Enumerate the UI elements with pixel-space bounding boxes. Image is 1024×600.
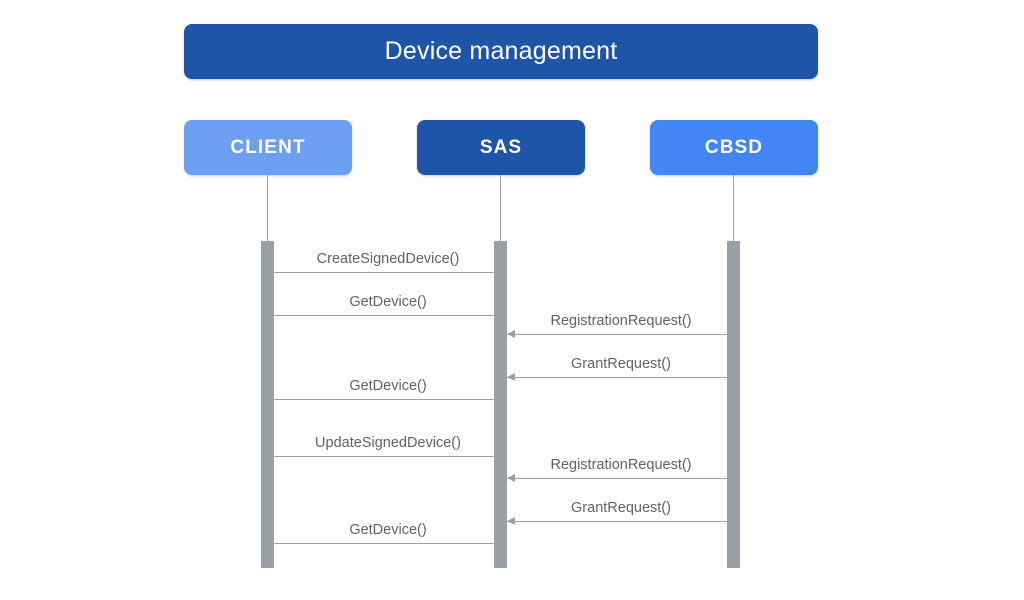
participant-sas-label: SAS xyxy=(479,136,523,158)
message-line xyxy=(274,399,502,400)
participant-sas[interactable]: SAS xyxy=(417,120,585,175)
arrow-right-icon xyxy=(494,311,502,319)
activation-bar-client xyxy=(261,241,274,568)
message-label: GetDevice() xyxy=(349,294,427,310)
message-label: GrantRequest() xyxy=(571,356,671,372)
message-line xyxy=(507,521,735,522)
lifeline-sas xyxy=(500,175,501,241)
message-line xyxy=(274,456,502,457)
message-line xyxy=(507,334,735,335)
lifeline-client xyxy=(267,175,268,241)
arrow-right-icon xyxy=(494,452,502,460)
message-line xyxy=(274,543,502,544)
message-label: UpdateSignedDevice() xyxy=(315,435,461,451)
arrow-right-icon xyxy=(494,395,502,403)
arrow-left-icon xyxy=(507,330,515,338)
message-label: GetDevice() xyxy=(349,378,427,394)
message-label: RegistrationRequest() xyxy=(550,457,692,473)
diagram-title: Device management xyxy=(384,37,618,65)
message-line xyxy=(507,478,735,479)
message-label: CreateSignedDevice() xyxy=(316,251,460,267)
message-line xyxy=(274,315,502,316)
participant-cbsd-label: CBSD xyxy=(704,136,764,158)
message-label: RegistrationRequest() xyxy=(550,313,692,329)
arrow-right-icon xyxy=(494,539,502,547)
arrow-left-icon xyxy=(507,373,515,381)
arrow-right-icon xyxy=(494,268,502,276)
participant-client[interactable]: CLIENT xyxy=(184,120,352,175)
message-label: GetDevice() xyxy=(349,522,427,538)
arrow-left-icon xyxy=(507,517,515,525)
lifeline-cbsd xyxy=(733,175,734,241)
message-line xyxy=(507,377,735,378)
message-label: GrantRequest() xyxy=(571,500,671,516)
activation-bar-cbsd xyxy=(727,241,740,568)
message-line xyxy=(274,272,502,273)
participant-cbsd[interactable]: CBSD xyxy=(650,120,818,175)
arrow-left-icon xyxy=(507,474,515,482)
diagram-title-bar: Device management xyxy=(184,24,818,79)
activation-bar-sas xyxy=(494,241,507,568)
participant-client-label: CLIENT xyxy=(230,136,306,158)
